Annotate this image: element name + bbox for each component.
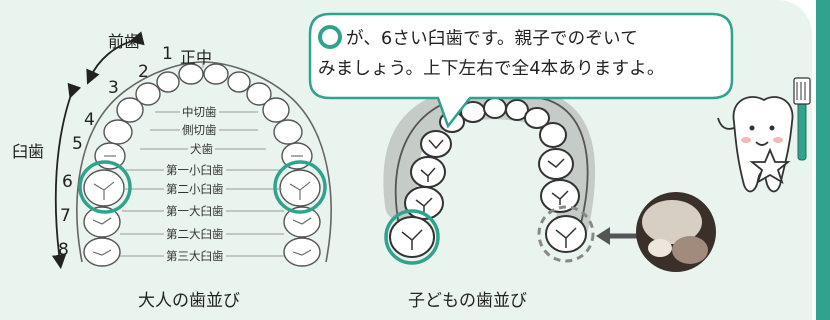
child-molar-highlight: [384, 209, 440, 265]
tooth-name-canine: 犬歯: [188, 141, 215, 157]
circle-marker-icon: [318, 25, 342, 49]
tooth-number-1: 1: [162, 44, 173, 64]
adult-teeth-right: [203, 63, 321, 267]
adult-molar-highlight-right: [273, 160, 327, 214]
side-accent-bar: [816, 0, 830, 320]
tooth-name-second-premolar: 第二小臼歯: [164, 181, 226, 197]
tooth-name-first-premolar: 第一小臼歯: [164, 162, 226, 178]
bubble-line-2: みましょう。上下左右で全4本ありますよ。: [318, 59, 665, 79]
tooth-number-3: 3: [108, 78, 119, 98]
molars-label: 臼歯: [12, 142, 45, 161]
speech-bubble: [308, 12, 734, 129]
center-line-label: 正中: [180, 48, 213, 67]
child-erupting-molar-dashed: [537, 205, 595, 263]
tooth-name-third-molar: 第三大臼歯: [164, 248, 226, 264]
tooth-name-second-molar: 第二大臼歯: [164, 226, 226, 242]
photo-pointer-head: [596, 227, 610, 245]
tooth-name-lateral-incisor: 側切歯: [180, 122, 219, 138]
tooth-number-2: 2: [138, 62, 149, 82]
child-teeth: [389, 97, 587, 258]
child-caption: 子どもの歯並び: [408, 291, 527, 311]
adult-caption: 大人の歯並び: [138, 291, 240, 311]
tooth-number-8: 8: [58, 240, 69, 260]
tooth-mascot: [717, 96, 794, 193]
front-teeth-arrow: [86, 31, 145, 85]
molar-arrow: [51, 82, 82, 270]
tooth-name-first-molar: 第一大臼歯: [164, 203, 226, 219]
toothbrush-handle: [797, 99, 807, 161]
tooth-number-5: 5: [72, 134, 83, 154]
tooth-number-4: 4: [84, 110, 95, 130]
bubble-line-1: が、6さい臼歯です。親子でのぞいて: [346, 29, 638, 49]
speech-bubble-text: が、6さい臼歯です。親子でのぞいて みましょう。上下左右で全4本ありますよ。: [318, 24, 728, 84]
front-teeth-label: 前歯: [108, 32, 141, 51]
toothbrush-head: [793, 77, 811, 105]
tooth-number-6: 6: [62, 172, 73, 192]
tooth-name-central-incisor: 中切歯: [180, 104, 219, 120]
tooth-number-7: 7: [60, 206, 71, 226]
